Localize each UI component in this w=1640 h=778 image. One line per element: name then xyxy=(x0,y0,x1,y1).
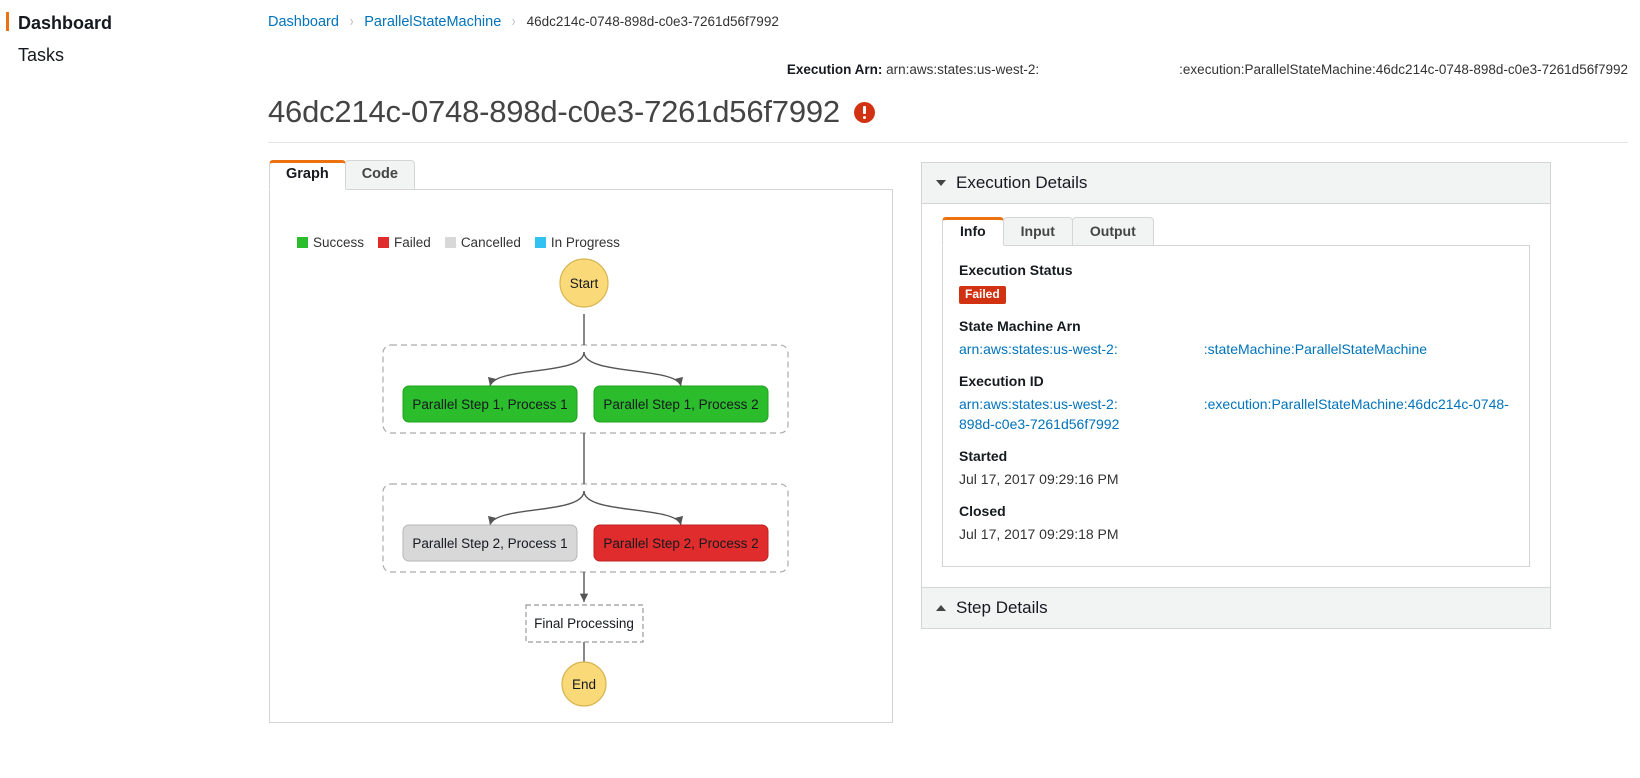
edge-to-p2a xyxy=(488,490,585,526)
details-tabstrip: Info Input Output xyxy=(942,217,1530,246)
graph-node-end-label: End xyxy=(572,677,596,692)
state-machine-graph: Start Parallel Step 1, Process 1 Paralle… xyxy=(382,258,789,707)
status-badge: Failed xyxy=(959,286,1006,304)
field-state-machine-arn: State Machine Arn arn:aws:states:us-west… xyxy=(959,318,1513,359)
tab-input[interactable]: Input xyxy=(1002,217,1073,246)
breadcrumb-current: 46dc214c-0748-898d-c0e3-7261d56f7992 xyxy=(526,14,779,29)
arn-suffix: :stateMachine:ParallelStateMachine xyxy=(1203,341,1428,357)
parallel-group-1-boundary xyxy=(382,344,789,434)
breadcrumb-separator-icon: › xyxy=(512,13,516,30)
field-label: Execution ID xyxy=(959,373,1044,389)
edge-to-p1a xyxy=(488,351,585,387)
execution-details-panel: Execution Details Info Input Output Exec… xyxy=(921,162,1551,629)
legend-item-success: Success xyxy=(297,235,364,250)
sidebar-item-tasks[interactable]: Tasks xyxy=(0,38,250,70)
field-label: Started xyxy=(959,448,1008,464)
tab-code-label: Code xyxy=(361,166,398,182)
arn-prefix: arn:aws:states:us-west-2: xyxy=(959,341,1118,357)
graph-node-final-processing[interactable]: Final Processing xyxy=(525,604,644,643)
arn-prefix: arn:aws:states:us-west-2: xyxy=(959,396,1118,412)
graph-canvas[interactable]: Success Failed Cancelled In Progress xyxy=(269,189,893,723)
graph-node-label: Final Processing xyxy=(534,616,634,631)
execution-arn-prefix: arn:aws:states:us-west-2: xyxy=(886,62,1040,77)
execution-details-header[interactable]: Execution Details xyxy=(921,162,1551,204)
edge-to-p2b xyxy=(583,490,683,526)
tab-graph-label: Graph xyxy=(286,166,329,182)
page-title: 46dc214c-0748-898d-c0e3-7261d56f7992 xyxy=(268,94,840,129)
field-label: State Machine Arn xyxy=(959,318,1081,334)
tab-output[interactable]: Output xyxy=(1071,217,1154,246)
legend-swatch-success xyxy=(297,237,308,248)
legend-label-failed: Failed xyxy=(394,235,431,250)
graph-panel: Graph Code Success Failed Cancelled xyxy=(269,160,893,723)
tab-info-label: Info xyxy=(960,223,986,239)
sidebar: Dashboard Tasks xyxy=(0,0,250,70)
legend-label-cancelled: Cancelled xyxy=(460,235,521,250)
tab-input-label: Input xyxy=(1020,223,1055,239)
graph-node-parallel-step-2-process-2[interactable]: Parallel Step 2, Process 2 xyxy=(593,524,769,562)
error-circle-icon xyxy=(853,101,875,123)
execution-id-link[interactable]: arn:aws:states:us-west-2::execution:Para… xyxy=(959,396,1509,432)
sidebar-item-label: Dashboard xyxy=(18,13,113,33)
breadcrumb-link-dashboard[interactable]: Dashboard xyxy=(268,14,339,30)
state-machine-arn-link[interactable]: arn:aws:states:us-west-2: :stateMachine:P… xyxy=(959,341,1427,357)
field-execution-id: Execution ID arn:aws:states:us-west-2::e… xyxy=(959,373,1513,434)
chevron-down-icon[interactable] xyxy=(936,180,946,186)
legend-swatch-cancelled xyxy=(444,237,456,248)
graph-node-end[interactable]: End xyxy=(561,661,607,707)
legend-swatch-in-progress xyxy=(534,237,546,248)
graph-node-label: Parallel Step 1, Process 1 xyxy=(412,397,567,412)
active-accent-bar xyxy=(6,12,9,31)
field-started: Started Jul 17, 2017 09:29:16 PM xyxy=(959,448,1513,489)
tab-info[interactable]: Info xyxy=(942,217,1004,246)
legend-item-cancelled: Cancelled xyxy=(444,235,521,250)
edge-to-p1b xyxy=(583,351,683,387)
legend-item-in-progress: In Progress xyxy=(534,235,620,250)
arn-suffix: :execution:ParallelStateMachine:46dc214c… xyxy=(959,396,1509,432)
graph-node-label: Parallel Step 2, Process 2 xyxy=(603,536,758,551)
chevron-up-icon[interactable] xyxy=(936,605,946,611)
execution-arn-line: Execution Arn: arn:aws:states:us-west-2:… xyxy=(0,61,1628,79)
closed-timestamp: Jul 17, 2017 09:29:18 PM xyxy=(959,526,1119,542)
step-details-header[interactable]: Step Details xyxy=(921,588,1551,629)
graph-node-start[interactable]: Start xyxy=(559,258,609,308)
field-label: Execution Status xyxy=(959,262,1073,278)
execution-arn-suffix: :execution:ParallelStateMachine:46dc214c… xyxy=(1179,62,1628,77)
graph-tabstrip: Graph Code xyxy=(269,160,893,190)
graph-node-parallel-step-1-process-2[interactable]: Parallel Step 1, Process 2 xyxy=(593,385,769,423)
execution-arn-label: Execution Arn: xyxy=(786,62,883,77)
graph-node-start-label: Start xyxy=(570,276,599,291)
legend-swatch-failed xyxy=(378,237,390,248)
graph-node-parallel-step-2-process-1[interactable]: Parallel Step 2, Process 1 xyxy=(402,524,578,562)
graph-node-parallel-step-1-process-1[interactable]: Parallel Step 1, Process 1 xyxy=(402,385,578,423)
sidebar-item-dashboard[interactable]: Dashboard xyxy=(0,8,250,38)
step-details-title: Step Details xyxy=(956,598,1048,617)
sidebar-item-label: Tasks xyxy=(18,45,65,65)
legend-item-failed: Failed xyxy=(378,235,431,250)
field-label: Closed xyxy=(959,503,1006,519)
tab-graph[interactable]: Graph xyxy=(269,160,346,190)
page-title-row: 46dc214c-0748-898d-c0e3-7261d56f7992 xyxy=(268,94,875,130)
started-timestamp: Jul 17, 2017 09:29:16 PM xyxy=(959,471,1119,487)
info-pane: Execution Status Failed State Machine Ar… xyxy=(942,245,1530,567)
execution-details-title: Execution Details xyxy=(956,173,1088,192)
field-closed: Closed Jul 17, 2017 09:29:18 PM xyxy=(959,503,1513,544)
legend-label-in-progress: In Progress xyxy=(550,235,620,250)
tab-output-label: Output xyxy=(1089,223,1136,239)
graph-node-label: Parallel Step 2, Process 1 xyxy=(412,536,567,551)
breadcrumb: Dashboard › ParallelStateMachine › 46dc2… xyxy=(268,12,779,32)
execution-details-body: Info Input Output Execution Status Faile… xyxy=(921,204,1551,588)
title-divider xyxy=(268,142,1628,143)
breadcrumb-separator-icon: › xyxy=(349,13,354,30)
legend-label-success: Success xyxy=(313,235,365,250)
breadcrumb-link-parallelstatemachine[interactable]: ParallelStateMachine xyxy=(364,14,502,30)
field-execution-status: Execution Status Failed xyxy=(959,262,1513,304)
parallel-group-2-boundary xyxy=(382,483,789,573)
graph-legend: Success Failed Cancelled In Progress xyxy=(297,235,628,250)
graph-node-label: Parallel Step 1, Process 2 xyxy=(603,397,758,412)
tab-code[interactable]: Code xyxy=(344,160,415,190)
